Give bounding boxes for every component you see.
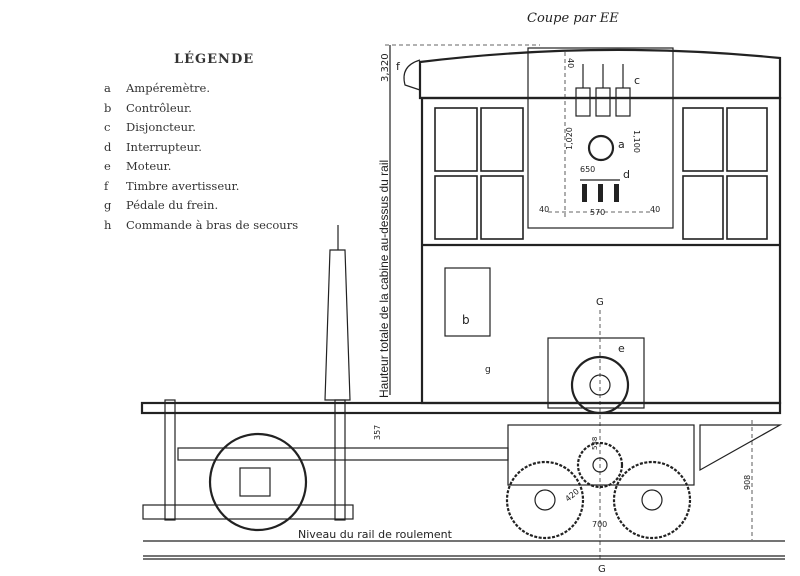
dim-frame-height: 357 [373,425,382,440]
chassis-frame [140,401,782,415]
rail-label: Niveau du rail de roulement [298,528,453,541]
bell-f [403,59,421,91]
frame-bracket [699,424,783,472]
controller [444,267,491,337]
dim-meter-level: 650 [580,165,595,174]
label-e: e [618,342,625,355]
label-a: a [618,138,625,151]
label-d: d [623,168,630,181]
drawing-title: Coupe par EE [527,11,619,26]
dim-panel-height: 1,020 [565,127,574,150]
cabin-roof [418,48,782,100]
brake-column [324,249,351,401]
brake-rod [334,399,346,521]
switches [580,179,620,202]
trailing-wheel [208,432,308,532]
circuit-breakers [575,64,631,117]
brake-rod-left [164,399,176,521]
dim-pinion: 538 [591,437,599,450]
dim-panel-height-outer: 1,100 [632,130,641,153]
side-rod [177,447,509,461]
drive-gears [505,424,695,540]
dim-panel-width: 570 [590,208,605,217]
left-window [434,107,524,240]
dim-right-margin: 40 [650,205,660,214]
height-value: 3,320 [380,53,391,82]
label-c: c [634,74,640,87]
label-b: b [462,313,470,327]
control-panel [527,47,674,229]
height-label: Hauteur totale de la cabine au-dessus du… [377,160,391,398]
dim-panel-top: 40 [566,58,575,68]
motor-housing [547,337,645,409]
ammeter [587,134,615,162]
dim-floor-height: 908 [743,475,752,490]
legend-heading: LÉGENDE [174,52,255,67]
dim-left-margin: 40 [539,205,549,214]
section-mark-top: G [596,297,604,308]
dim-axle-spacing: 700 [592,520,607,529]
dim-wheel-radius: 420 [564,487,581,504]
label-f: f [396,60,401,73]
label-g: g [485,365,491,375]
section-mark-bottom: G [598,564,606,575]
right-window [682,107,768,240]
